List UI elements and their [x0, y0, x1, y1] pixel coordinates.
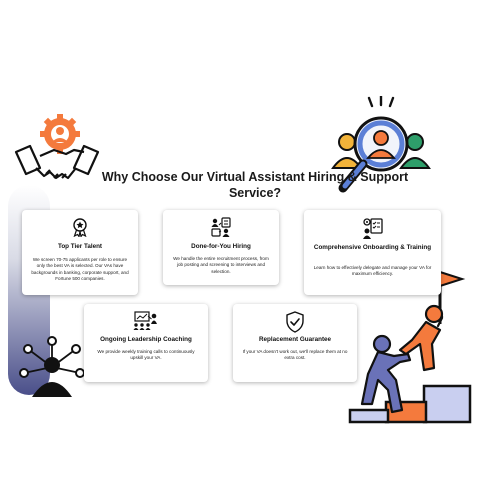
- card-description: We screen 70-75 applicants per role to e…: [31, 257, 129, 282]
- card-title: Comprehensive Onboarding & Training: [313, 244, 432, 251]
- card-description: We provide weekly training calls to cont…: [97, 349, 195, 361]
- hiring-process-icon: [211, 217, 231, 237]
- feature-card-onboarding-training: Comprehensive Onboarding & Training Lear…: [304, 210, 441, 295]
- climbing-team-icon: [348, 270, 472, 424]
- shield-check-icon: [286, 311, 304, 333]
- search-people-icon: [331, 96, 431, 193]
- feature-card-top-tier-talent: Top Tier Talent We screen 70-75 applican…: [22, 210, 138, 295]
- feature-card-leadership-coaching: Ongoing Leadership Coaching We provide w…: [84, 304, 208, 382]
- card-description: Learn how to effectively delegate and ma…: [313, 265, 432, 277]
- network-person-icon: [19, 336, 85, 397]
- handshake-gear-icon: [14, 114, 100, 180]
- card-description: If your VA doesn't work out, we'll repla…: [242, 349, 348, 361]
- card-title: Replacement Guarantee: [258, 336, 332, 343]
- leadership-coaching-icon: [133, 311, 157, 330]
- card-title: Done-for-You Hiring: [191, 243, 251, 250]
- card-title: Ongoing Leadership Coaching: [100, 336, 192, 343]
- card-description: We handle the entire recruitment process…: [173, 256, 269, 274]
- award-badge-icon: [73, 218, 87, 237]
- feature-card-replacement-guarantee: Replacement Guarantee If your VA doesn't…: [233, 304, 357, 382]
- page-title: Why Choose Our Virtual Assistant Hiring …: [101, 170, 409, 200]
- onboarding-checklist-icon: [362, 218, 383, 239]
- feature-card-done-for-you-hiring: Done-for-You Hiring We handle the entire…: [163, 210, 279, 285]
- card-title: Top Tier Talent: [57, 243, 103, 250]
